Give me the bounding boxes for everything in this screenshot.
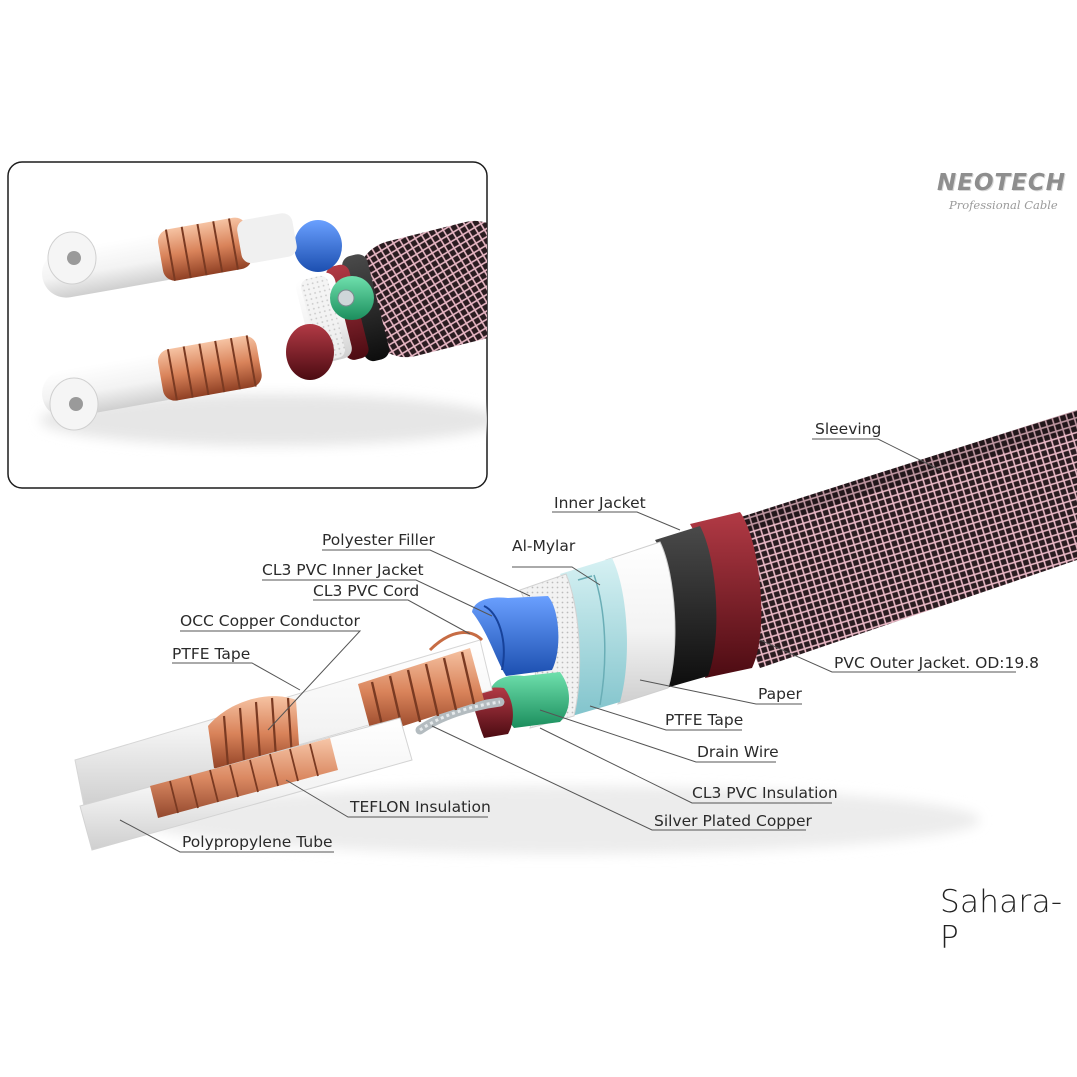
leader-ptfe-tape-right <box>589 705 742 731</box>
leader-teflon-insulation <box>285 779 488 818</box>
leader-ptfe-tape-left <box>172 662 301 691</box>
label-ptfe-tape-right: PTFE Tape <box>665 711 744 729</box>
leader-drain-wire <box>539 709 776 763</box>
label-ptfe-tape-left: PTFE Tape <box>172 645 251 663</box>
brand-tagline: Professional Cable <box>949 198 1058 212</box>
leader-polypropylene-tube <box>119 819 334 853</box>
leader-inner-jacket <box>552 511 681 531</box>
label-inner-jacket: Inner Jacket <box>554 494 646 512</box>
leader-cl3-pvc-inner-jacket <box>262 579 493 617</box>
label-occ-copper-conductor: OCC Copper Conductor <box>180 612 360 630</box>
leader-sleeving <box>812 438 941 471</box>
leader-lines <box>119 438 1016 853</box>
label-polyester-filler: Polyester Filler <box>322 531 435 549</box>
label-silver-plated-copper: Silver Plated Copper <box>654 812 812 830</box>
leader-cl3-pvc-cord <box>313 599 471 635</box>
leader-polyester-filler <box>322 549 531 597</box>
label-cl3-pvc-insulation: CL3 PVC Insulation <box>692 784 838 802</box>
leader-cl3-pvc-insulation <box>539 727 832 804</box>
leader-silver-plated-copper <box>431 725 806 831</box>
brand-logo: NEOTECH Professional Cable <box>937 170 1077 212</box>
product-name: Sahara-P <box>940 884 1063 956</box>
leader-pvc-outer-jacket <box>759 639 1016 673</box>
label-al-mylar: Al-Mylar <box>512 537 576 555</box>
label-drain-wire: Drain Wire <box>697 743 779 761</box>
label-polypropylene-tube: Polypropylene Tube <box>182 833 333 851</box>
leader-paper <box>639 679 802 705</box>
label-cl3-pvc-cord: CL3 PVC Cord <box>313 582 420 600</box>
main-cable <box>74 410 1077 854</box>
leader-al-mylar <box>512 566 601 586</box>
label-teflon-insulation: TEFLON Insulation <box>350 798 491 816</box>
label-pvc-outer-jacket: PVC Outer Jacket. OD:19.8 <box>834 654 1039 672</box>
brand-name: NEOTECH <box>937 170 1067 196</box>
label-cl3-pvc-inner-jacket: CL3 PVC Inner Jacket <box>262 561 424 579</box>
label-paper: Paper <box>758 685 802 703</box>
inset-panel <box>7 161 488 489</box>
label-sleeving: Sleeving <box>815 420 882 438</box>
leader-occ-copper-conductor <box>180 630 362 731</box>
